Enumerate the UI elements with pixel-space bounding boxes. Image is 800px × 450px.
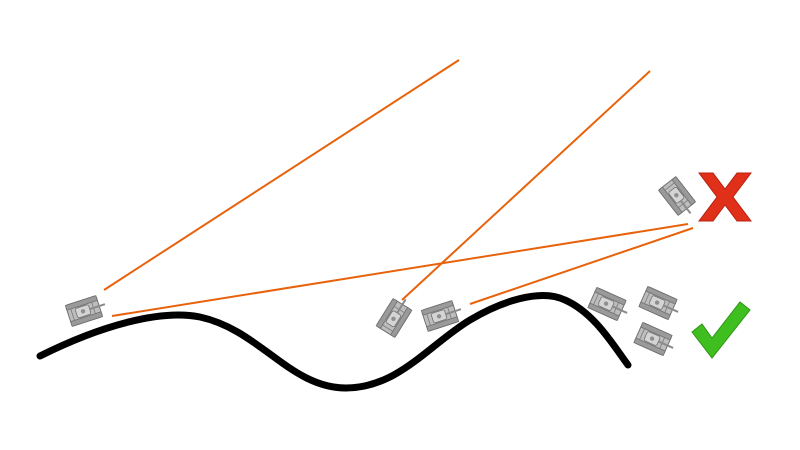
tank-icon [375, 292, 416, 339]
tank-icon [637, 285, 684, 323]
tank-icon [632, 321, 679, 359]
check-mark-icon [691, 301, 751, 359]
terrain-curve [36, 292, 632, 392]
ray-line [401, 70, 651, 301]
x-mark-icon [698, 172, 752, 222]
ray-line [103, 59, 460, 291]
ray-line [111, 223, 689, 317]
ray-line [469, 227, 694, 305]
tank-icon [657, 175, 701, 222]
tank-icon [64, 292, 110, 328]
ray-group [103, 59, 694, 317]
